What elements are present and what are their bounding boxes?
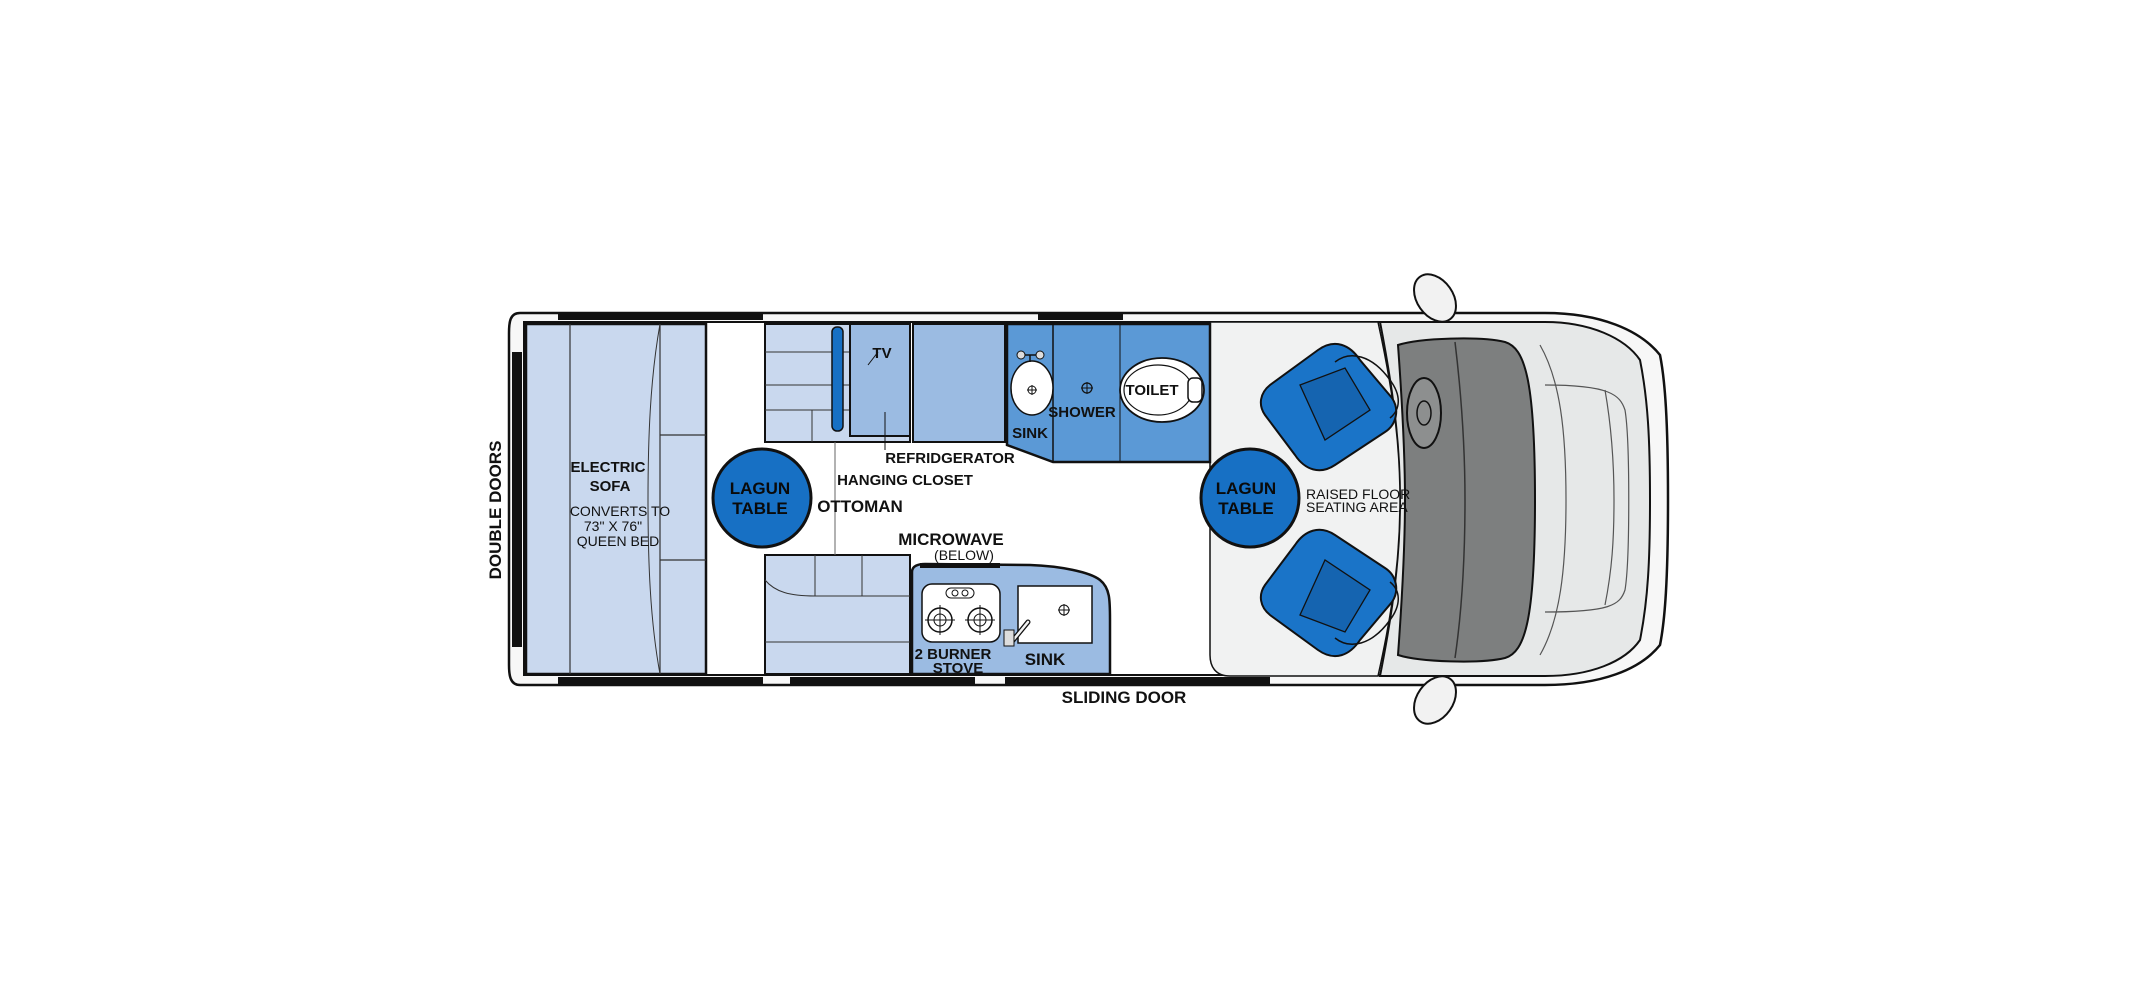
converts-label-2: 73" X 76" [584,518,642,534]
double-doors-label: DOUBLE DOORS [486,441,505,580]
bathroom [1005,322,1212,464]
cab-seat-bottom [1259,528,1399,658]
wall-segment [1005,677,1270,685]
refrigerator-label: REFRIDGERATOR [885,450,1015,467]
wall-segment [558,677,763,685]
sliding-door-label: SLIDING DOOR [1062,688,1187,707]
electric-sofa-label-1: ELECTRIC [571,459,646,476]
galley-sink-icon [1017,585,1093,644]
rear-table-label-2: TABLE [732,499,787,518]
stove-label-1: 2 BURNER [915,646,992,663]
tv-icon [831,326,844,432]
mirror-bottom-icon [1413,675,1457,725]
double-doors-edge [512,352,522,647]
rear-table-label-1: LAGUN [730,479,790,498]
galley-sink-label: SINK [1025,650,1066,669]
converts-label-1: CONVERTS TO [570,503,670,519]
toilet-icon [1119,357,1205,423]
hood-line [1544,384,1630,613]
windshield-line [1539,344,1567,656]
hanging-closet-label: HANGING CLOSET [837,472,973,489]
raised-floor-label-1: RAISED FLOOR [1306,486,1410,502]
steering-wheel-icon [1406,377,1442,449]
microwave-edge [920,563,1000,568]
hood-line [1604,389,1615,606]
front-table-label-2: TABLE [1218,499,1273,518]
bath-sink-label: SINK [1012,425,1048,442]
faucet-icon [1035,350,1045,360]
hanging-closet [849,323,911,437]
galley-counter [910,562,1112,676]
wall-segment [1038,313,1123,320]
shower-label: SHOWER [1048,404,1116,421]
ottoman-label: OTTOMAN [817,497,903,516]
wall-segment [558,313,763,320]
microwave-label: MICROWAVE [898,530,1003,549]
dash-divider [1454,341,1466,659]
toilet-label: TOILET [1125,382,1178,399]
front-lagun-table [1199,447,1301,549]
cab-seat-top [1259,342,1399,472]
refrigerator [912,323,1006,443]
front-table-label-1: LAGUN [1216,479,1276,498]
steering-hub-icon [1416,400,1432,426]
microwave-below-label: (BELOW) [934,547,994,563]
faucet-icon [1016,350,1026,360]
wall-segment [790,677,975,685]
raised-floor-label-2: SEATING AREA [1306,499,1408,515]
tv-leader-line [867,351,879,366]
tv-label: TV [872,345,891,362]
electric-sofa-label-2: SOFA [590,478,631,495]
electric-sofa [524,322,708,676]
converts-label-3: QUEEN BED [577,533,659,549]
mirror-top-icon [1413,273,1457,323]
rear-bench-bottom [764,554,911,675]
stove-label-2: STOVE [933,660,984,677]
rear-lagun-table [711,447,813,549]
